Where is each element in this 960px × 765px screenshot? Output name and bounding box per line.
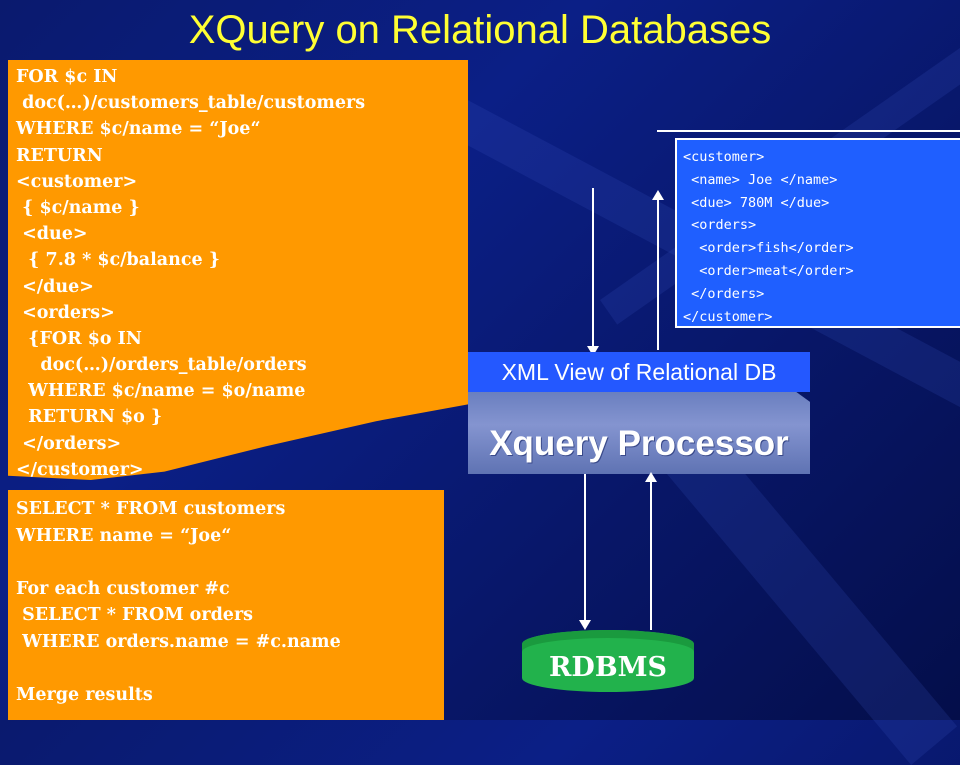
code-line: WHERE $c/name = “Joe“ (16, 119, 261, 140)
rows-arrow-up (650, 482, 652, 630)
code-line: {FOR $o IN (16, 328, 142, 349)
code-line: </customer> (683, 308, 773, 325)
code-line: RETURN (16, 145, 103, 166)
code-line: { $c/name } (16, 197, 140, 218)
xml-view-label: XML View of Relational DB (468, 352, 810, 392)
result-arrow-up (657, 198, 659, 350)
code-line: WHERE orders.name = #c.name (16, 631, 341, 652)
arrow-head-down-icon (579, 620, 591, 630)
code-line: <customer> (683, 149, 765, 165)
code-line: For each customer #c (16, 578, 230, 599)
sql-arrow-down (584, 474, 586, 620)
code-line (16, 549, 444, 576)
code-line: WHERE $c/name = $o/name (16, 381, 306, 402)
xml-result-box: <customer> <name> Joe </name> <due> 780M… (675, 138, 960, 328)
xquery-code-box: FOR $c IN doc(…)/customers_table/custome… (8, 60, 468, 480)
sql-code-box: SELECT * FROM customers WHERE name = “Jo… (8, 490, 444, 720)
code-line: doc(…)/customers_table/customers (16, 93, 366, 114)
arrow-head-down-icon (587, 346, 599, 356)
code-line: Merge results (16, 684, 153, 705)
rdbms-cylinder: RDBMS (522, 630, 694, 692)
arrow-head-up-icon (645, 472, 657, 482)
query-arrow-down (592, 188, 594, 348)
code-line: FOR $c IN (16, 67, 118, 87)
code-line: SELECT * FROM customers (16, 499, 286, 519)
arrow-head-up-icon (652, 190, 664, 200)
code-line: <orders> (16, 302, 115, 323)
code-line: </customer> (16, 459, 144, 480)
code-line: <due> 780M </due> (683, 194, 830, 211)
connector-line (657, 130, 960, 132)
code-line: { 7.8 * $c/balance } (16, 250, 220, 271)
code-line: WHERE name = “Joe“ (16, 525, 232, 546)
code-line: </orders> (683, 285, 765, 302)
code-line: RETURN $o } (16, 407, 163, 428)
code-line: SELECT * FROM orders (16, 605, 254, 625)
code-line: <due> (16, 224, 88, 245)
code-line: <customer> (16, 171, 138, 192)
code-line: </due> (16, 276, 94, 297)
code-line: <name> Joe </name> (683, 171, 838, 188)
slide-title: XQuery on Relational Databases (188, 8, 772, 52)
code-line: </orders> (16, 433, 122, 454)
code-line: doc(…)/orders_table/orders (16, 355, 307, 376)
xquery-processor-block: Xquery Processor (468, 392, 810, 474)
code-line: <order>fish</order> (683, 240, 854, 257)
code-line: <orders> (683, 217, 757, 234)
code-line (16, 655, 444, 682)
code-line: <order>meat</order> (683, 262, 854, 279)
